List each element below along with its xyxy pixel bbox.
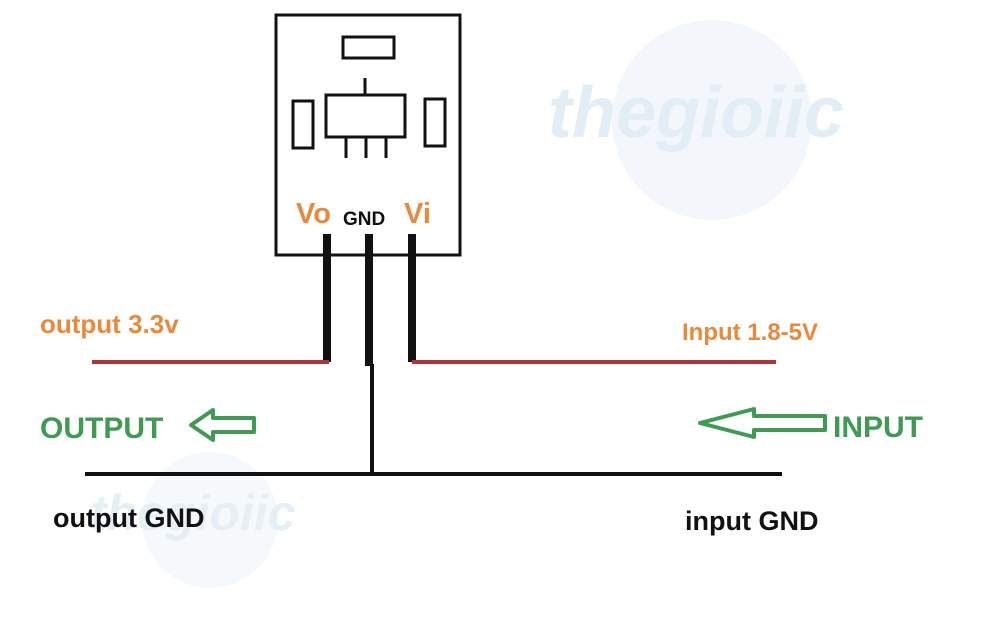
- top-resistor: [341, 35, 396, 60]
- pin-label-vi: Vi: [404, 198, 431, 230]
- watermark-text-bottom: thegioiic: [90, 485, 296, 541]
- input-gnd-label: input GND: [685, 506, 818, 536]
- input-arrow-icon: [698, 407, 827, 439]
- chip-leads: [344, 78, 388, 158]
- output-voltage-label: output 3.3v: [40, 309, 179, 339]
- input-voltage-label: Input 1.8-5V: [682, 319, 818, 346]
- pin-label-gnd: GND: [343, 209, 385, 230]
- watermark-bottom: thegioiic: [90, 452, 296, 588]
- right-capacitor: [423, 97, 447, 148]
- output-arrow-icon: [189, 408, 256, 442]
- regulator-module: Vo GND Vi: [274, 13, 462, 257]
- watermark-top: thegioiic: [548, 20, 844, 220]
- left-capacitor: [291, 99, 315, 150]
- output-direction-label: OUTPUT: [40, 412, 163, 445]
- module-pins: [323, 234, 416, 366]
- pin-label-vo: Vo: [296, 198, 331, 230]
- module-board: [274, 13, 462, 257]
- watermark-text-top: thegioiic: [548, 73, 844, 153]
- output-gnd-label: output GND: [53, 503, 204, 533]
- input-direction-label: INPUT: [833, 411, 923, 444]
